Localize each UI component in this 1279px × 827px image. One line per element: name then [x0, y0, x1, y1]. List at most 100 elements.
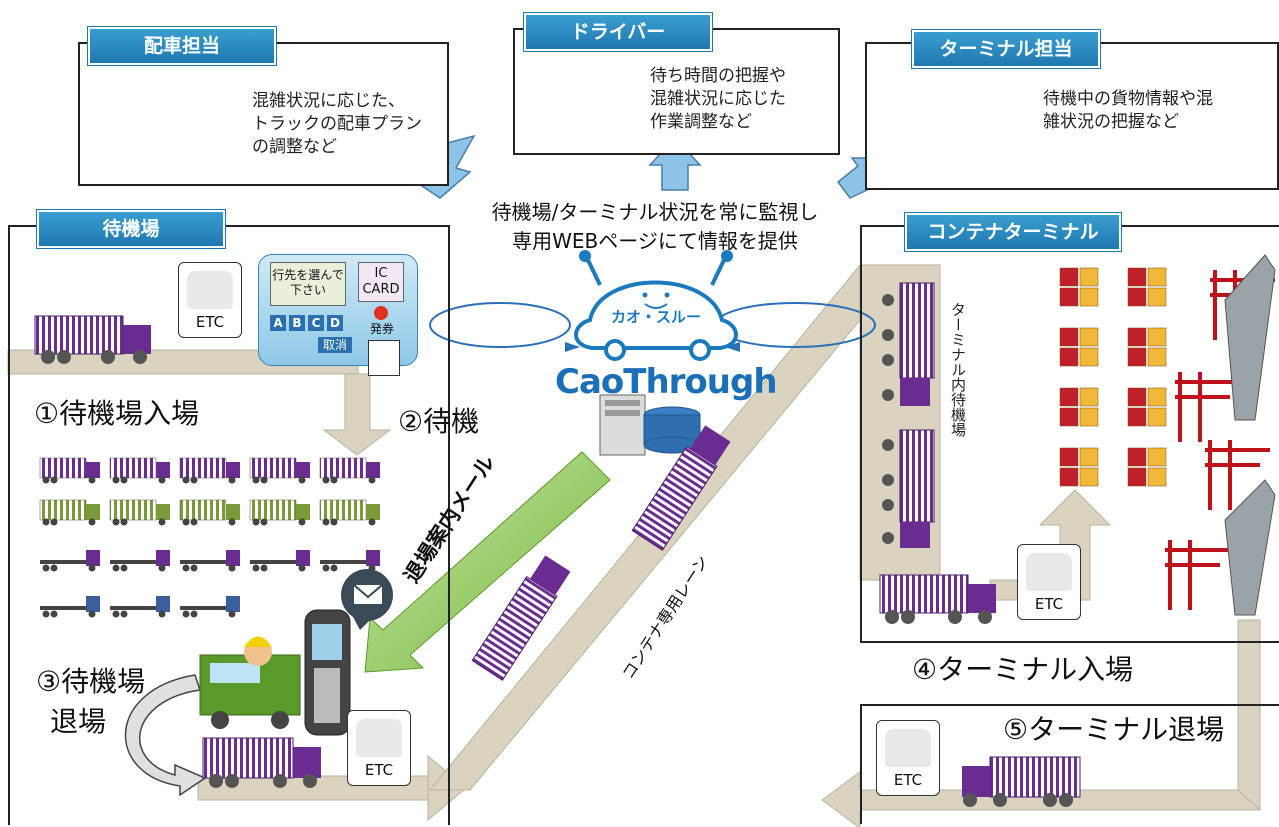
etc-reader-entry: ETC — [178, 262, 242, 338]
waiting-truck — [110, 596, 170, 618]
logo-jp: カオ・スルー — [610, 308, 701, 326]
handheld-phone-icon — [304, 609, 351, 736]
container-box — [1059, 467, 1079, 487]
kiosk-card-label: CARD — [362, 282, 400, 297]
kiosk-ticket — [368, 340, 400, 376]
driver-desc-line: 作業調整など — [650, 112, 752, 132]
caothrough-logo-car — [574, 250, 738, 361]
truck-terminal-exit — [962, 756, 1081, 807]
container-stacks — [1059, 267, 1167, 487]
kiosk-red-button[interactable] — [374, 306, 388, 320]
terminal-staff-desc-line: 待機中の貨物情報や混 — [1043, 89, 1213, 109]
container-box — [1059, 327, 1079, 347]
crane — [1165, 540, 1230, 610]
container-box — [1079, 407, 1099, 427]
container-box — [1147, 467, 1167, 487]
dispatcher-desc-line: トラックの配車プラン — [252, 114, 422, 134]
kiosk-ic-label: IC — [374, 266, 388, 281]
kiosk-button-b[interactable]: B — [289, 315, 305, 331]
step-5-label: ⑤ターミナル退場 — [1003, 713, 1225, 746]
truck-green-cab — [199, 654, 301, 729]
step-3-label-b: 退場 — [50, 705, 107, 738]
truck-lane-2 — [631, 425, 731, 551]
etc-label: ETC — [364, 761, 394, 779]
container-box — [1127, 287, 1147, 307]
mail-bubble-icon — [341, 569, 393, 630]
container-box — [1059, 287, 1079, 307]
waiting-truck — [250, 550, 310, 572]
kiosk-button-d[interactable]: D — [327, 315, 343, 331]
etc-reader-terminal-exit: ETC — [876, 720, 940, 796]
kiosk-ic-card: IC CARD — [358, 262, 404, 302]
kiosk-cancel-button[interactable]: 取消 — [318, 337, 352, 353]
truck-entry — [34, 315, 151, 364]
container-box — [1127, 347, 1147, 367]
container-box — [1147, 267, 1167, 287]
waiting-truck — [180, 596, 240, 618]
kiosk-button-c[interactable]: C — [308, 315, 324, 331]
waiting-truck — [319, 457, 380, 484]
waiting-truck — [180, 550, 240, 572]
etc-label: ETC — [195, 313, 225, 331]
container-terminal-tab: コンテナターミナル — [905, 213, 1121, 251]
crane — [1205, 440, 1270, 510]
etc-reader-terminal-entry: ETC — [1017, 544, 1081, 620]
etc-label: ETC — [1034, 595, 1064, 613]
ships — [1224, 254, 1276, 616]
waiting-truck — [40, 596, 100, 618]
container-box — [1147, 407, 1167, 427]
kiosk-buttons: A B C D — [270, 315, 343, 331]
container-box — [1127, 327, 1147, 347]
crane — [1175, 372, 1240, 442]
dispatcher-tab: 配車担当 — [88, 27, 276, 65]
waiting-truck — [320, 550, 380, 572]
logo-en: CaoThrough — [555, 362, 778, 402]
kiosk-issue-label: 発券 — [370, 322, 395, 336]
dispatcher-desc: 混雑状況に応じた、 トラックの配車プラン の調整など — [252, 90, 422, 159]
waiting-truck — [319, 499, 380, 526]
container-box — [1147, 327, 1167, 347]
monitoring-caption: 待機場/ターミナル状況を常に監視し 専用WEBページにて情報を提供 — [455, 198, 855, 256]
exit-curve-arrow — [124, 674, 207, 797]
waiting-truck — [40, 550, 100, 572]
container-box — [1079, 447, 1099, 467]
truck-terminal-entry — [879, 574, 996, 624]
container-box — [1059, 407, 1079, 427]
step-1-label: ①待機場入場 — [34, 397, 200, 430]
kiosk-button-a[interactable]: A — [270, 315, 286, 331]
waiting-area-frame — [8, 225, 450, 825]
container-box — [1147, 387, 1167, 407]
waiting-truck — [109, 457, 170, 484]
terminal-staff-tab: ターミナル担当 — [912, 30, 1100, 68]
waiting-truck — [179, 457, 240, 484]
container-box — [1079, 387, 1099, 407]
container-box — [1059, 447, 1079, 467]
dispatcher-desc-line: 混雑状況に応じた、 — [252, 91, 405, 111]
terminal-staff-desc: 待機中の貨物情報や混 雑状況の把握など — [1043, 88, 1213, 134]
container-box — [1059, 347, 1079, 367]
waiting-truck — [249, 499, 310, 526]
driver-tab: ドライバー — [524, 13, 712, 51]
container-box — [1059, 267, 1079, 287]
etc-reader-exit: ETC — [347, 710, 411, 786]
container-box — [1059, 387, 1079, 407]
truck-lane-1 — [471, 555, 571, 681]
kiosk-prompt: 行先を選んで下さい — [270, 262, 346, 306]
container-box — [1147, 287, 1167, 307]
truck-terminal-wait-2 — [882, 429, 935, 548]
container-box — [1127, 447, 1147, 467]
waiting-trucks — [39, 457, 380, 618]
container-box — [1079, 347, 1099, 367]
waiting-truck — [109, 499, 170, 526]
container-box — [1147, 447, 1167, 467]
monitoring-caption-line: 専用WEBページにて情報を提供 — [512, 229, 798, 253]
driver-desc: 待ち時間の把握や 混雑状況に応じた 作業調整など — [650, 65, 786, 134]
etc-label: ETC — [893, 771, 923, 789]
waiting-area-tab: 待機場 — [37, 210, 225, 248]
terminal-waiting-label: ターミナル内待機場 — [949, 302, 967, 437]
container-box — [1127, 387, 1147, 407]
waiting-truck — [110, 550, 170, 572]
container-box — [1079, 267, 1099, 287]
step-2-label: ②待機 — [398, 405, 480, 438]
container-box — [1127, 407, 1147, 427]
